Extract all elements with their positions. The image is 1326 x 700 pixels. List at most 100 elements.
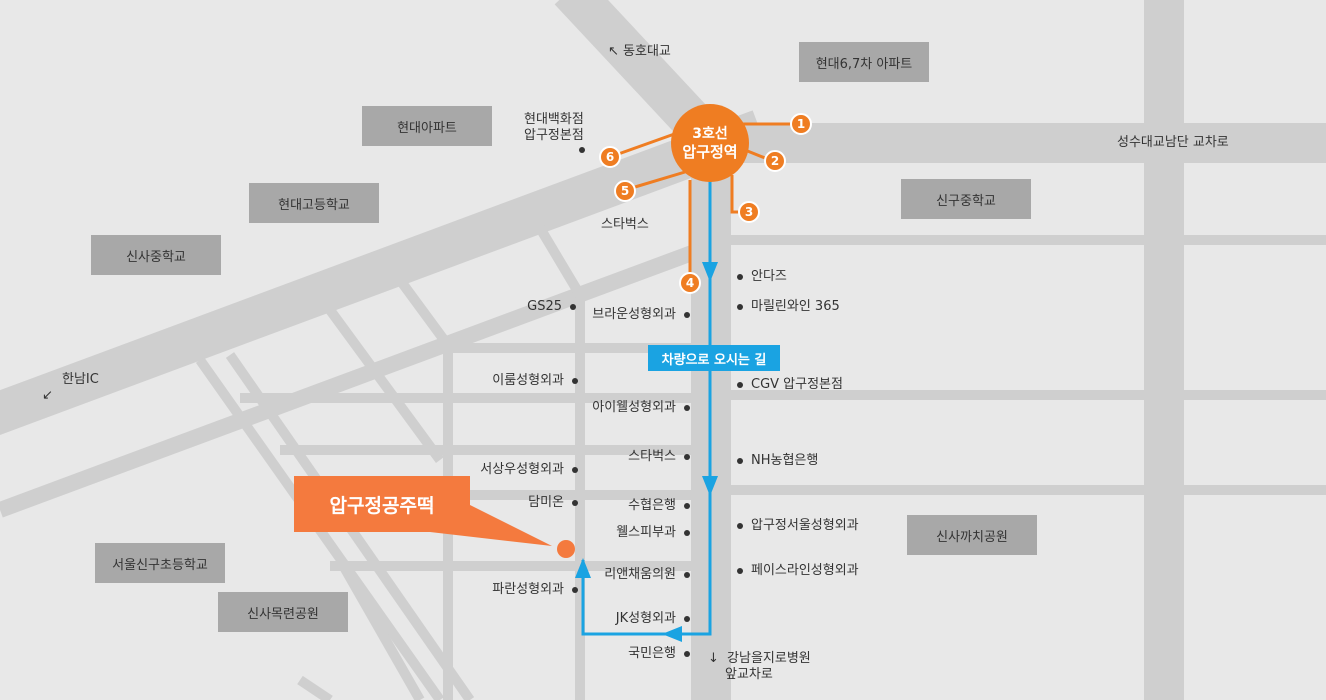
hannam-ic-text: 한남IC <box>62 372 99 387</box>
place-kookmin-dot <box>684 651 690 657</box>
apgujeong-station-marker[interactable]: 3호선 압구정역 <box>671 104 749 182</box>
arrow-down-icon: ↓ <box>708 651 719 666</box>
exit-1-badge[interactable]: 1 <box>790 113 812 135</box>
car-route-path <box>581 180 712 636</box>
place-nh-dot <box>737 458 743 464</box>
place-suhyup-dot <box>684 503 690 509</box>
exit-2-badge[interactable]: 2 <box>764 150 786 172</box>
place-aiwell-dot <box>684 405 690 411</box>
place-cgv: CGV 압구정본점 <box>737 377 843 393</box>
seoul-singu-elementary: 서울신구초등학교 <box>95 543 225 583</box>
place-gs25-dot <box>570 304 576 310</box>
gangnam-hospital-text: 강남을지로병원 <box>727 651 811 666</box>
place-starbucks2-dot <box>684 454 690 460</box>
hyundai-dept-line2: 압구정본점 <box>524 128 584 143</box>
place-brown: 브라운성형외과 <box>592 307 690 323</box>
exit-5-badge[interactable]: 5 <box>614 180 636 202</box>
place-andaz-dot <box>737 274 743 280</box>
place-gs25-text: GS25 <box>527 299 562 314</box>
place-rian-text: 리앤채움의원 <box>604 567 676 582</box>
place-paran-text: 파란성형외과 <box>492 582 564 597</box>
road-diag-7 <box>297 675 333 700</box>
station-name: 압구정역 <box>682 143 738 161</box>
hyundai-dept-dot <box>579 147 585 153</box>
hyundai-67-apartment: 현대6,7차 아파트 <box>799 42 929 82</box>
place-seosangwoo: 서상우성형외과 <box>480 462 578 478</box>
place-suhyup-text: 수협은행 <box>628 498 676 513</box>
exit-4-badge[interactable]: 4 <box>679 272 701 294</box>
car-route-label: 차량으로 오시는 길 <box>648 345 780 371</box>
road-diag-5 <box>535 225 585 298</box>
place-cgv-text: CGV 압구정본점 <box>751 377 843 392</box>
place-aiwell: 아이웰성형외과 <box>592 400 690 416</box>
road-diag-4 <box>395 277 455 351</box>
hannam-ic-label: 한남IC <box>42 372 99 388</box>
place-nh-text: NH농협은행 <box>751 453 819 468</box>
exit-6-badge[interactable]: 6 <box>599 146 621 168</box>
destination-callout[interactable]: 압구정공주떡 <box>294 476 470 532</box>
place-paran-dot <box>572 587 578 593</box>
place-damion: 담미온 <box>528 495 578 511</box>
sinsa-middle-school: 신사중학교 <box>91 235 221 275</box>
hyundai-high-school: 현대고등학교 <box>249 183 379 223</box>
place-irum-text: 이룸성형외과 <box>492 373 564 388</box>
place-kookmin-text: 국민은행 <box>628 646 676 661</box>
place-suhyup: 수협은행 <box>628 498 690 514</box>
road-main-diagonal <box>0 110 768 435</box>
place-faceline-dot <box>737 568 743 574</box>
gangnam-intersection-text: 앞교차로 <box>725 667 773 682</box>
seongsu-intersection-label: 성수대교남단 교차로 <box>1117 135 1229 150</box>
exit6-line <box>609 130 681 159</box>
place-nh: NH농협은행 <box>737 453 818 469</box>
place-apgujeong-seoul-text: 압구정서울성형외과 <box>751 518 859 533</box>
place-cgv-dot <box>737 382 743 388</box>
place-andaz: 안다즈 <box>737 269 787 285</box>
sinsa-kkachi-park: 신사까치공원 <box>907 515 1037 555</box>
place-jk-dot <box>684 616 690 622</box>
place-apgujeong-seoul: 압구정서울성형외과 <box>737 518 859 534</box>
place-marilyn-dot <box>737 304 743 310</box>
road-diag-3 <box>325 307 445 463</box>
place-gs25: GS25 <box>527 299 576 315</box>
route-arrow-2 <box>702 476 718 496</box>
place-seosangwoo-text: 서상우성형외과 <box>480 462 564 477</box>
hyundai-dept-line1: 현대백화점 <box>524 112 584 127</box>
route-arrow-1 <box>702 262 718 282</box>
place-faceline: 페이스라인성형외과 <box>737 563 859 579</box>
gangnam-hospital-label: ↓ 강남을지로병원 앞교차로 <box>708 651 811 683</box>
sinsa-mokryeon-park: 신사목련공원 <box>218 592 348 632</box>
place-seosangwoo-dot <box>572 467 578 473</box>
place-rian-dot <box>684 572 690 578</box>
place-damion-text: 담미온 <box>528 495 564 510</box>
place-wells: 웰스피부과 <box>616 525 690 541</box>
place-jk: JK성형외과 <box>616 611 690 627</box>
singu-middle-school: 신구중학교 <box>901 179 1031 219</box>
place-faceline-text: 페이스라인성형외과 <box>751 563 859 578</box>
place-marilyn-text: 마릴린와인 365 <box>751 299 840 314</box>
station-line: 3호선 <box>692 126 728 142</box>
hyundai-apartment: 현대아파트 <box>362 106 492 146</box>
starbucks-top-label: 스타벅스 <box>601 217 649 232</box>
place-brown-text: 브라운성형외과 <box>592 307 676 322</box>
exit-3-badge[interactable]: 3 <box>738 201 760 223</box>
place-apgujeong-seoul-dot <box>737 523 743 529</box>
destination-marker-dot[interactable] <box>557 540 575 558</box>
road-diag-6 <box>335 557 425 700</box>
route-arrow-3 <box>662 626 682 642</box>
dongho-bridge-label: ↖ 동호대교 <box>608 44 671 60</box>
arrow-sw-icon: ↙ <box>42 388 53 403</box>
dongho-bridge-text: 동호대교 <box>623 44 671 59</box>
arrow-nw-icon: ↖ <box>608 44 619 59</box>
place-starbucks2: 스타벅스 <box>628 449 690 465</box>
place-wells-text: 웰스피부과 <box>616 525 676 540</box>
place-kookmin: 국민은행 <box>628 646 690 662</box>
place-damion-dot <box>572 500 578 506</box>
place-irum: 이룸성형외과 <box>492 373 578 389</box>
place-aiwell-text: 아이웰성형외과 <box>592 400 676 415</box>
place-starbucks2-text: 스타벅스 <box>628 449 676 464</box>
hyundai-dept-store-label: 현대백화점 압구정본점 <box>524 112 584 144</box>
place-wells-dot <box>684 530 690 536</box>
place-brown-dot <box>684 312 690 318</box>
route-arrow-4 <box>575 558 591 578</box>
